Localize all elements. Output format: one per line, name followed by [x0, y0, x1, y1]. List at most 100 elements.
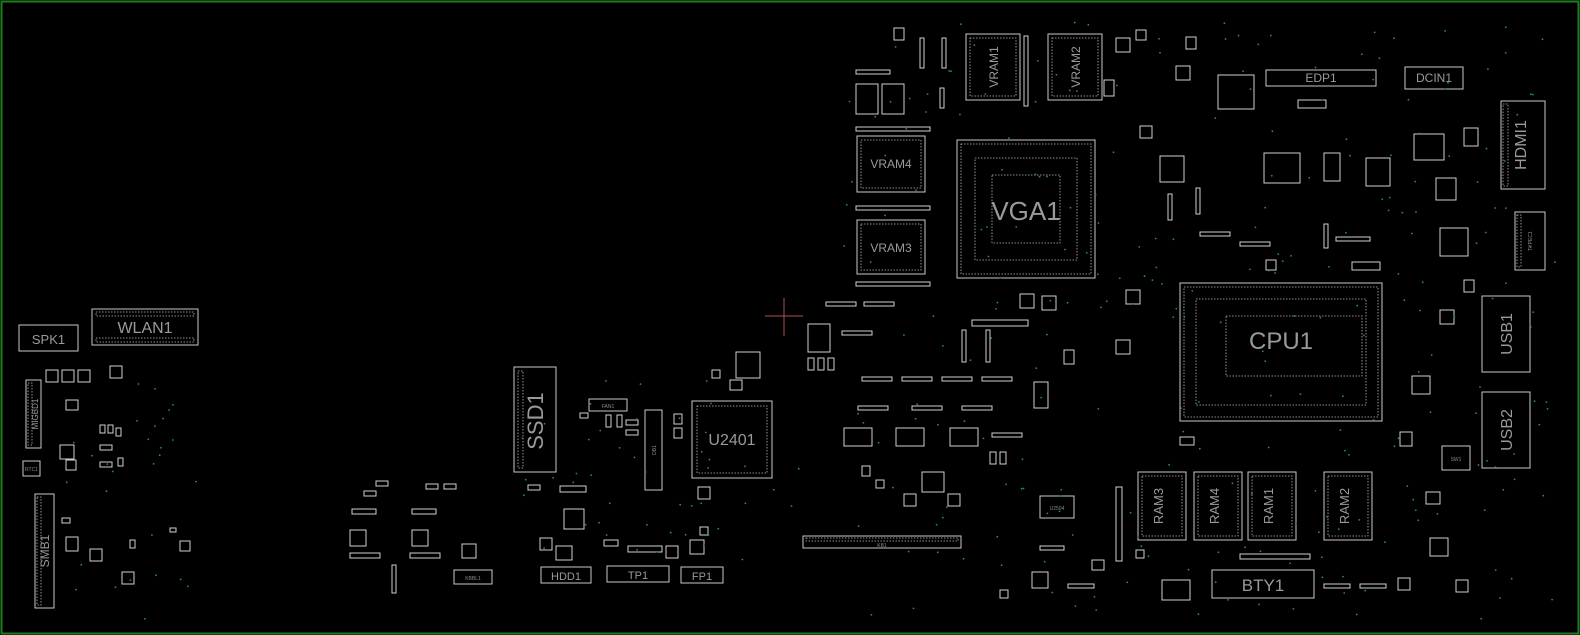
- via: [1554, 261, 1556, 263]
- via: [1415, 211, 1417, 213]
- via: [1533, 400, 1536, 402]
- via: [523, 494, 525, 497]
- via: [158, 454, 161, 457]
- via: [1349, 154, 1351, 157]
- via: [1326, 515, 1328, 518]
- via: [1475, 412, 1477, 414]
- via: [1064, 248, 1066, 251]
- component-bty1[interactable]: BTY1: [1211, 569, 1315, 599]
- via: [543, 547, 545, 550]
- via: [702, 544, 705, 547]
- component-usb2[interactable]: USB2: [1481, 391, 1531, 469]
- via: [892, 486, 894, 489]
- via: [710, 402, 712, 405]
- via: [1358, 519, 1361, 521]
- via: [908, 97, 911, 100]
- via: [1321, 99, 1324, 101]
- via: [136, 419, 138, 422]
- component-ram4[interactable]: RAM4: [1193, 471, 1243, 541]
- component-vram2[interactable]: VRAM2: [1047, 33, 1103, 101]
- via: [678, 417, 681, 420]
- via: [179, 578, 182, 581]
- via: [1344, 449, 1346, 452]
- component-ram2[interactable]: RAM2: [1323, 471, 1373, 541]
- component-u2504[interactable]: U2504: [1039, 495, 1075, 519]
- via: [980, 228, 983, 231]
- component-ram1[interactable]: RAM1: [1247, 471, 1297, 541]
- component-tp1[interactable]: TP1: [606, 565, 670, 583]
- via: [1227, 599, 1229, 601]
- via: [1348, 454, 1350, 456]
- via: [1412, 498, 1415, 501]
- via: [155, 574, 158, 577]
- via: [162, 417, 164, 420]
- via: [129, 579, 132, 581]
- component-migbd1[interactable]: MIGBD1: [25, 379, 42, 449]
- via: [1151, 279, 1154, 281]
- via: [1447, 82, 1449, 84]
- component-rtc1[interactable]: RTC1: [22, 460, 41, 477]
- component-wlan1[interactable]: WLAN1: [91, 308, 199, 346]
- via: [1308, 177, 1311, 179]
- via: [1502, 488, 1505, 491]
- via: [869, 261, 872, 263]
- via: [1494, 207, 1497, 209]
- label-fan1: FAN1: [602, 404, 615, 410]
- via: [1388, 196, 1391, 199]
- via: [797, 467, 800, 470]
- via: [870, 613, 873, 616]
- via: [147, 438, 150, 441]
- component-db1[interactable]: DB1: [644, 409, 663, 491]
- component-usb1[interactable]: USB1: [1481, 295, 1531, 373]
- component-kbbl1[interactable]: KBBL1: [453, 569, 493, 585]
- component-vram3[interactable]: VRAM3: [856, 219, 926, 275]
- component-fp1[interactable]: FP1: [680, 566, 724, 584]
- via: [1387, 209, 1390, 212]
- u2401-area-parts: [527, 351, 761, 561]
- via: [1254, 226, 1257, 229]
- via: [1066, 301, 1069, 304]
- via: [1314, 490, 1317, 492]
- via: [1531, 93, 1534, 96]
- component-hdd1[interactable]: HDD1: [540, 566, 592, 584]
- component-ssd1[interactable]: SSD1: [513, 366, 557, 473]
- via: [1037, 60, 1039, 62]
- component-vram1[interactable]: VRAM1: [965, 33, 1021, 101]
- component-typec1[interactable]: TYPEC1: [1514, 211, 1546, 271]
- via: [914, 417, 917, 420]
- component-vram4[interactable]: VRAM4: [856, 135, 926, 193]
- component-spk1[interactable]: SPK1: [18, 324, 79, 352]
- component-kb1[interactable]: KB1: [802, 535, 962, 549]
- component-edp1[interactable]: EDP1: [1265, 69, 1377, 87]
- via: [1147, 555, 1150, 558]
- component-hdmi1[interactable]: HDMI1: [1500, 100, 1546, 190]
- via: [72, 441, 75, 444]
- via: [960, 23, 962, 26]
- component-ram3[interactable]: RAM3: [1137, 471, 1187, 541]
- component-cpu1[interactable]: CPU1: [1179, 282, 1383, 422]
- via: [1140, 545, 1143, 548]
- via: [1529, 326, 1532, 328]
- via: [1187, 568, 1190, 571]
- component-u2401[interactable]: U2401: [691, 400, 773, 479]
- via: [679, 503, 682, 506]
- component-dcin1[interactable]: DCIN1: [1404, 66, 1464, 90]
- via: [195, 480, 197, 483]
- component-sw1[interactable]: SW1: [1441, 445, 1471, 471]
- via: [1516, 113, 1519, 116]
- via: [152, 463, 155, 465]
- via: [1159, 51, 1161, 54]
- via: [705, 380, 708, 382]
- via: [1224, 38, 1227, 40]
- label-vram4: VRAM4: [870, 157, 912, 171]
- label-fp1: FP1: [692, 571, 712, 583]
- label-cpu1: CPU1: [1249, 328, 1313, 355]
- via: [1022, 487, 1025, 490]
- via: [639, 383, 642, 385]
- component-vga1[interactable]: VGA1: [956, 139, 1096, 279]
- via: [1100, 306, 1102, 309]
- component-fan1[interactable]: FAN1: [588, 398, 628, 412]
- component-smb1[interactable]: SMB1: [34, 493, 55, 609]
